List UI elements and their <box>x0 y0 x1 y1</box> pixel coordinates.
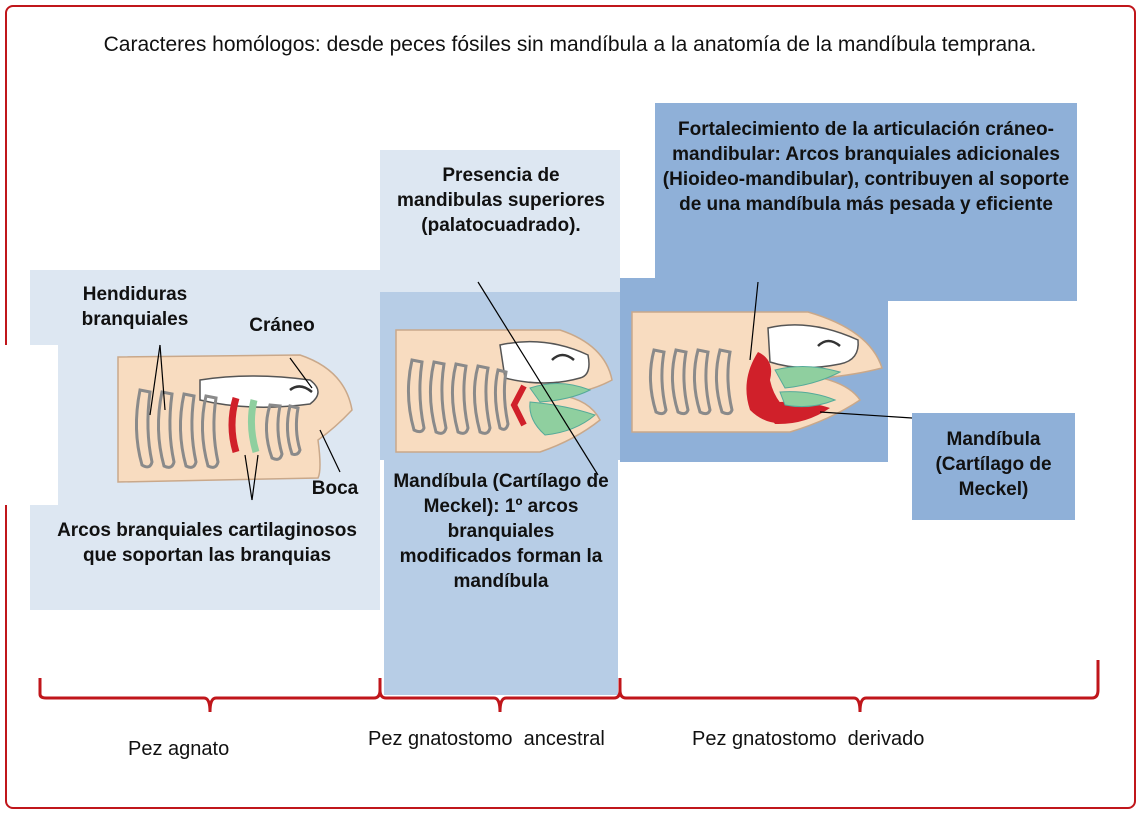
agnathan-fish <box>118 355 352 482</box>
label-skull: Cráneo <box>232 313 332 338</box>
label-lower-jaw: Mandíbula (Cartílago de Meckel): 1º arco… <box>390 469 612 594</box>
ancestral-fish <box>396 330 612 452</box>
caption-agnathan: Pez agnato <box>128 738 229 761</box>
label-jaw-joint: Fortalecimiento de la articulación cráne… <box>662 117 1070 217</box>
label-mouth: Boca <box>300 476 370 501</box>
group-brackets <box>40 660 1098 712</box>
label-mandible: Mandíbula (Cartílago de Meckel) <box>916 427 1071 502</box>
caption-derived: Pez gnatostomo derivado <box>692 728 924 751</box>
label-gill-arches: Arcos branquiales cartilaginosos que sop… <box>42 518 372 568</box>
label-upper-jaw: Presencia de mandibulas superiores (pala… <box>388 163 614 238</box>
caption-ancestral: Pez gnatostomo ancestral <box>368 728 605 751</box>
label-gill-slits: Hendiduras branquiales <box>60 282 210 332</box>
